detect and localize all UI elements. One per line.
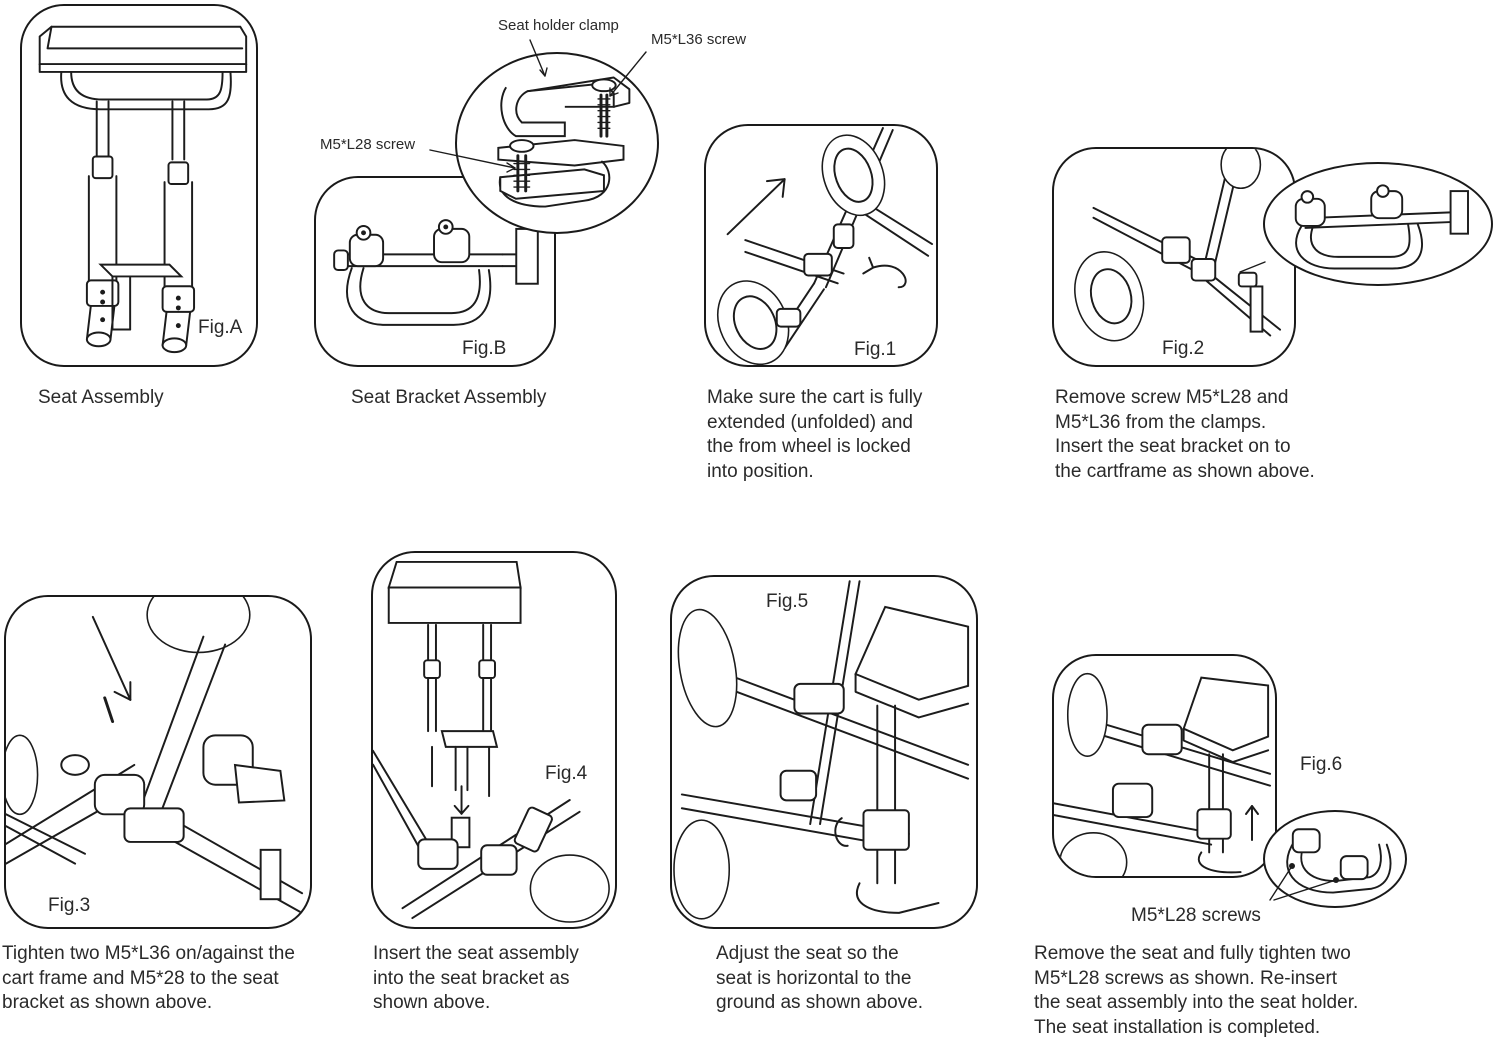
bracket-detail-callout [1263, 162, 1493, 286]
figure-3-label: Fig.3 [48, 895, 91, 916]
figure-6-caption: Remove the seat and fully tighten two M5… [1034, 943, 1359, 1038]
seat-holder-clamp-callout: Seat holder clamp [498, 17, 619, 34]
m5-l28-screw-callout: M5*L28 screw [320, 136, 416, 153]
m5-l28-screws-callout: M5*L28 screws [1131, 905, 1261, 926]
figure-a-caption: Seat Assembly [38, 387, 164, 408]
figure-5-panel: Fig.5 [670, 575, 978, 929]
adjust-seat-drawing [673, 580, 970, 920]
figure-b-panel: Fig.B [314, 176, 556, 367]
final-seat-drawing [1054, 672, 1272, 876]
figure-1-caption: Make sure the cart is fully extended (un… [707, 387, 923, 482]
figure-5-label: Fig.5 [766, 591, 809, 612]
figure-2-label: Fig.2 [1162, 338, 1205, 359]
insert-seat-drawing [373, 560, 610, 923]
figure-1-label: Fig.1 [854, 339, 897, 360]
bracket-insert-drawing [1074, 149, 1282, 342]
figure-2-panel: Fig.2 [1052, 147, 1296, 367]
figure-b-label: Fig.B [462, 338, 507, 359]
figure-4-label: Fig.4 [545, 763, 588, 784]
tighten-screws-drawing [6, 597, 304, 914]
seat-bracket-drawing [333, 219, 539, 326]
figure-b-caption: Seat Bracket Assembly [351, 387, 547, 408]
bracket-detail-drawing [1294, 184, 1469, 270]
figure-1-panel: Fig.1 [704, 124, 938, 367]
figure-3-panel: Fig.3 [4, 595, 312, 929]
clamp-detail-callout [455, 52, 659, 234]
cart-unfold-drawing [717, 127, 934, 365]
figure-4-panel: Fig.4 [371, 551, 617, 929]
screws-detail-callout [1263, 810, 1407, 908]
figure-a-label: Fig.A [198, 317, 243, 338]
figure-3-caption: Tighten two M5*L36 on/against the cart f… [2, 943, 295, 1013]
seat-holder-clamp-drawing [497, 76, 631, 208]
seat-assembly-drawing [38, 25, 248, 354]
figure-2-caption: Remove screw M5*L28 and M5*L36 from the … [1055, 387, 1315, 482]
figure-5-caption: Adjust the seat so the seat is horizonta… [716, 943, 924, 1013]
figure-6-label: Fig.6 [1300, 754, 1343, 775]
screws-detail-drawing [1286, 828, 1392, 894]
m5-l36-screw-callout: M5*L36 screw [651, 31, 747, 48]
figure-a-panel: Fig.A [20, 4, 258, 367]
figure-4-caption: Insert the seat assembly into the seat b… [373, 943, 579, 1013]
figure-6-panel [1052, 654, 1277, 878]
